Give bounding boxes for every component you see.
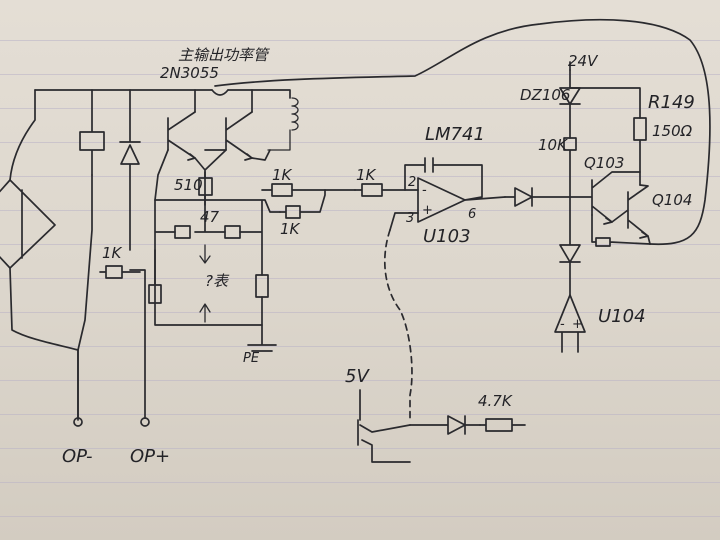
opamp-u103-wires [389, 157, 506, 231]
supply-24v-wire [569, 61, 641, 119]
resistor-47-a [174, 225, 191, 239]
r149-label: R149 [648, 92, 695, 113]
pin3-label: 3 [406, 211, 414, 226]
feedback-loop-wire [214, 18, 711, 246]
left-rail-wire [9, 89, 79, 351]
transistor-part-label: 2N3055 [160, 64, 219, 82]
res-4-7k-label: 4.7K [478, 392, 513, 410]
bottom-diode [409, 415, 481, 435]
top-bus-wire [34, 89, 291, 99]
out-plus-terminal[interactable] [140, 417, 150, 427]
pin6-label: 6 [468, 207, 476, 222]
resistor-4-7k [479, 418, 526, 432]
meter-arrow [199, 244, 211, 323]
transistor-q103 [569, 171, 641, 225]
resistor-1k-left [99, 265, 141, 279]
u103-label: U103 [423, 226, 471, 247]
q104-label: Q104 [652, 191, 692, 209]
ground-mark-label: PE [243, 351, 260, 366]
res-10k-label: 10K [538, 136, 568, 154]
opamp-part-label: LM741 [425, 124, 485, 145]
r149-value: 150Ω [652, 122, 693, 140]
out-minus-label: OP- [62, 446, 93, 467]
resistor-r149 [633, 117, 647, 186]
res-1k-upper-label: 1K [272, 166, 293, 184]
bus-crossover [211, 89, 229, 96]
transistor-wiring [154, 89, 271, 201]
zener-label: DZ106 [520, 86, 570, 104]
protection-diode [119, 89, 141, 251]
supply-5v-label: 5V [345, 366, 370, 387]
resistor-47-b [224, 225, 241, 239]
resistor-sense [255, 274, 269, 298]
pin2-label: 2 [408, 175, 416, 190]
u104-minus-label: - [560, 317, 565, 332]
zener-dz106 [559, 69, 581, 139]
resistor-q104-base [591, 214, 651, 247]
opamp-plus-label: + [422, 203, 433, 218]
res-510-label: 510 [174, 176, 203, 194]
opamp-noninv-dashed [384, 229, 413, 421]
out-plus-label: OP+ [130, 446, 170, 467]
resistor-1k-lower [279, 189, 326, 219]
resistor-1k-input [354, 183, 406, 197]
res-1k-lower-label: 1K [280, 220, 301, 238]
diode-to-q103 [504, 187, 571, 207]
supply-24v-label: 24V [568, 52, 599, 70]
out-minus-terminal[interactable] [73, 417, 83, 427]
q103-label: Q103 [584, 154, 624, 172]
res-1k-left-label: 1K [102, 244, 123, 262]
transistor-q2 [225, 111, 253, 161]
resistor-base-pull [148, 249, 162, 304]
opamp-u104 [554, 294, 586, 353]
resistor-10k [563, 137, 577, 198]
inductor-coil [267, 97, 299, 151]
power-transistor-note: 主输出功率管 [178, 46, 270, 64]
transistor-q1 [167, 111, 196, 161]
diode-u104 [559, 196, 581, 296]
resistor-1k-upper [261, 183, 356, 197]
opamp-minus-label: - [422, 183, 427, 198]
u104-label: U104 [598, 306, 646, 327]
out-plus-post [129, 269, 146, 419]
ground-symbol [247, 324, 277, 352]
opamp-u103 [417, 177, 466, 223]
emitter-network-wires [154, 199, 281, 326]
u104-plus-label: + [572, 317, 583, 332]
transistor-q104 [611, 184, 651, 245]
res-1k-input-label: 1K [356, 166, 377, 184]
filter-capacitor [79, 89, 105, 176]
res-47-label: 47 [200, 208, 220, 226]
bottom-transistor [357, 419, 411, 463]
meter-note: ?表 [205, 272, 230, 290]
